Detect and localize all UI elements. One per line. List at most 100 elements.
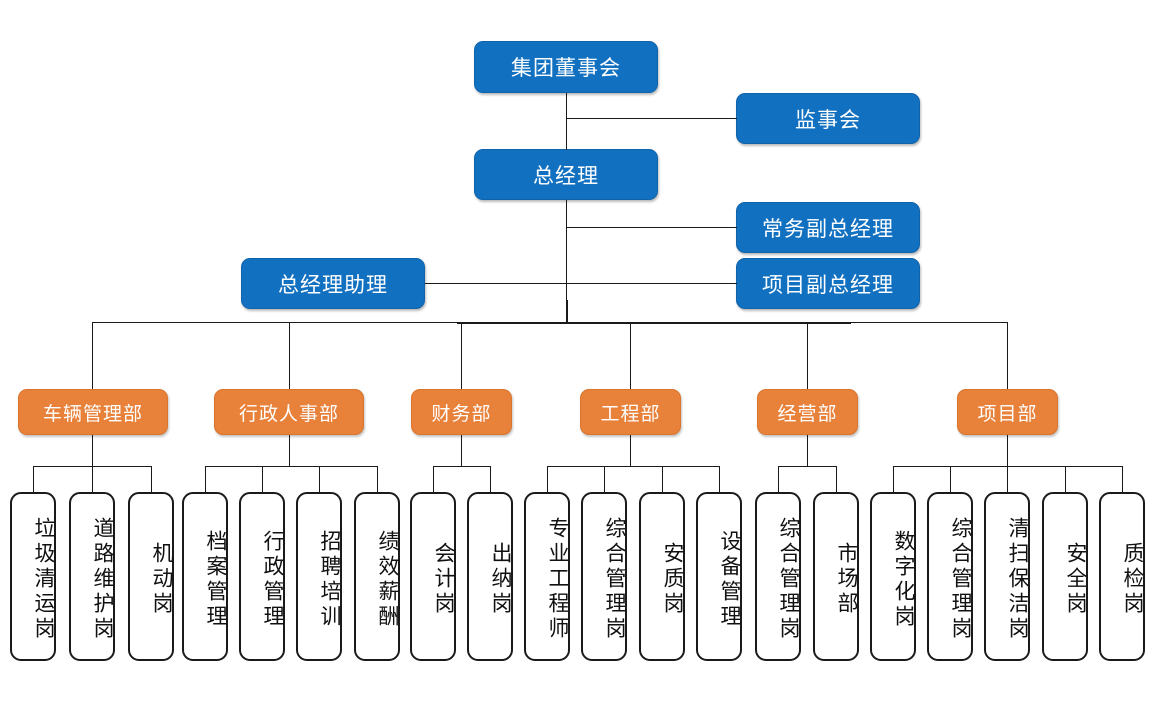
connector-dept-0-post-1: [92, 466, 93, 492]
node-label: 常务副总经理: [762, 217, 894, 241]
connector-bus-to-dept-1: [289, 322, 290, 389]
node-general-manager[interactable]: 总经理: [474, 149, 658, 200]
connector-dept-1-drop: [289, 435, 290, 466]
node-label: 垃圾清运岗: [32, 517, 55, 642]
node-label: 市场部: [835, 542, 858, 617]
node-label: 机动岗: [150, 542, 173, 617]
node-label: 经营部: [777, 403, 838, 425]
node-post-2-1[interactable]: 出纳岗: [467, 492, 513, 661]
node-label: 专业工程师: [546, 517, 569, 642]
connector-gm-to-gm-assistant: [425, 283, 567, 284]
node-label: 综合管理岗: [949, 517, 972, 642]
node-label: 综合管理岗: [777, 517, 800, 642]
node-label: 设备管理: [718, 529, 741, 630]
node-label: 总经理助理: [278, 273, 388, 297]
node-label: 安质岗: [661, 542, 684, 617]
node-post-1-1[interactable]: 行政管理: [239, 492, 285, 661]
node-post-3-3[interactable]: 设备管理: [696, 492, 742, 661]
node-post-3-0[interactable]: 专业工程师: [524, 492, 570, 661]
department-bus-left: [92, 322, 567, 323]
node-post-0-0[interactable]: 垃圾清运岗: [10, 492, 56, 661]
connector-dept-3-bus: [547, 466, 719, 467]
connector-dept-5-drop: [1007, 435, 1008, 466]
node-label: 招聘培训: [318, 529, 341, 630]
connector-dept-4-post-1: [836, 466, 837, 492]
node-post-5-3[interactable]: 安全岗: [1042, 492, 1088, 661]
node-department-operations[interactable]: 经营部: [757, 389, 858, 435]
node-post-1-3[interactable]: 绩效薪酬: [354, 492, 400, 661]
connector-gm-to-executive-deputy: [566, 227, 737, 228]
connector-bus-to-dept-5: [1007, 322, 1008, 389]
node-label: 监事会: [795, 108, 861, 132]
node-post-4-0[interactable]: 综合管理岗: [755, 492, 801, 661]
connector-dept-2-post-1: [490, 466, 491, 492]
connector-bus-to-dept-3: [630, 322, 631, 389]
node-label: 清扫保洁岗: [1006, 517, 1029, 642]
connector-gm-spine-lower: [566, 200, 567, 322]
node-label: 项目副总经理: [762, 273, 894, 297]
department-bus-center: [457, 322, 851, 324]
connector-bus-to-dept-2: [461, 322, 462, 389]
connector-dept-2-bus: [433, 466, 490, 467]
node-gm-assistant[interactable]: 总经理助理: [241, 258, 425, 309]
node-post-0-1[interactable]: 道路维护岗: [69, 492, 115, 661]
node-label: 质检岗: [1121, 542, 1144, 617]
node-post-2-0[interactable]: 会计岗: [410, 492, 456, 661]
node-post-5-1[interactable]: 综合管理岗: [927, 492, 973, 661]
node-post-4-1[interactable]: 市场部: [813, 492, 859, 661]
connector-dept-1-bus: [205, 466, 377, 467]
connector-dept-3-post-3: [719, 466, 720, 492]
node-department-vehicle-management[interactable]: 车辆管理部: [18, 389, 168, 435]
node-label: 集团董事会: [511, 57, 621, 80]
node-post-5-0[interactable]: 数字化岗: [870, 492, 916, 661]
node-label: 会计岗: [432, 542, 455, 617]
node-label: 安全岗: [1064, 542, 1087, 617]
connector-dept-5-post-0: [893, 466, 894, 492]
node-post-1-0[interactable]: 档案管理: [182, 492, 228, 661]
node-label: 行政管理: [261, 529, 284, 630]
node-post-1-2[interactable]: 招聘培训: [296, 492, 342, 661]
connector-dept-3-drop: [630, 435, 631, 466]
node-label: 档案管理: [204, 529, 227, 630]
node-post-3-2[interactable]: 安质岗: [639, 492, 685, 661]
connector-dept-1-post-0: [205, 466, 206, 492]
node-label: 项目部: [977, 403, 1038, 425]
node-department-finance[interactable]: 财务部: [411, 389, 512, 435]
node-post-3-1[interactable]: 综合管理岗: [581, 492, 627, 661]
node-label: 综合管理岗: [603, 517, 626, 642]
node-board-of-directors[interactable]: 集团董事会: [474, 41, 658, 93]
node-post-5-2[interactable]: 清扫保洁岗: [984, 492, 1030, 661]
connector-dept-4-bus: [778, 466, 836, 467]
node-department-admin-hr[interactable]: 行政人事部: [214, 389, 364, 435]
connector-dept-1-post-1: [262, 466, 263, 492]
node-department-engineering[interactable]: 工程部: [580, 389, 681, 435]
node-project-deputy-gm[interactable]: 项目副总经理: [736, 258, 920, 309]
node-label: 绩效薪酬: [376, 529, 399, 630]
connector-dept-4-post-0: [778, 466, 779, 492]
connector-bus-to-dept-0: [92, 322, 93, 389]
connector-dept-2-post-0: [433, 466, 434, 492]
node-supervisory-board[interactable]: 监事会: [736, 93, 920, 144]
connector-dept-0-post-0: [33, 466, 34, 492]
node-executive-deputy-gm[interactable]: 常务副总经理: [736, 202, 920, 253]
connector-dept-0-post-2: [151, 466, 152, 492]
connector-gm-to-project-deputy: [566, 283, 737, 284]
node-label: 工程部: [600, 403, 661, 425]
connector-dept-5-post-2: [1007, 466, 1008, 492]
node-post-5-4[interactable]: 质检岗: [1099, 492, 1145, 661]
node-label: 数字化岗: [892, 529, 915, 630]
connector-dept-3-post-2: [662, 466, 663, 492]
connector-dept-1-post-2: [319, 466, 320, 492]
connector-dept-5-post-1: [950, 466, 951, 492]
connector-dept-0-drop: [92, 435, 93, 466]
connector-gm-spine-to-supervisory-board: [566, 118, 737, 119]
connector-dept-5-post-4: [1122, 466, 1123, 492]
connector-dept-5-post-3: [1065, 466, 1066, 492]
node-department-project[interactable]: 项目部: [957, 389, 1058, 435]
node-label: 车辆管理部: [42, 403, 143, 425]
connector-dept-2-drop: [461, 435, 462, 466]
connector-gm-spine-to-bus: [566, 300, 568, 324]
node-post-0-2[interactable]: 机动岗: [128, 492, 174, 661]
connector-dept-3-post-1: [604, 466, 605, 492]
connector-board-to-gm: [566, 93, 567, 150]
